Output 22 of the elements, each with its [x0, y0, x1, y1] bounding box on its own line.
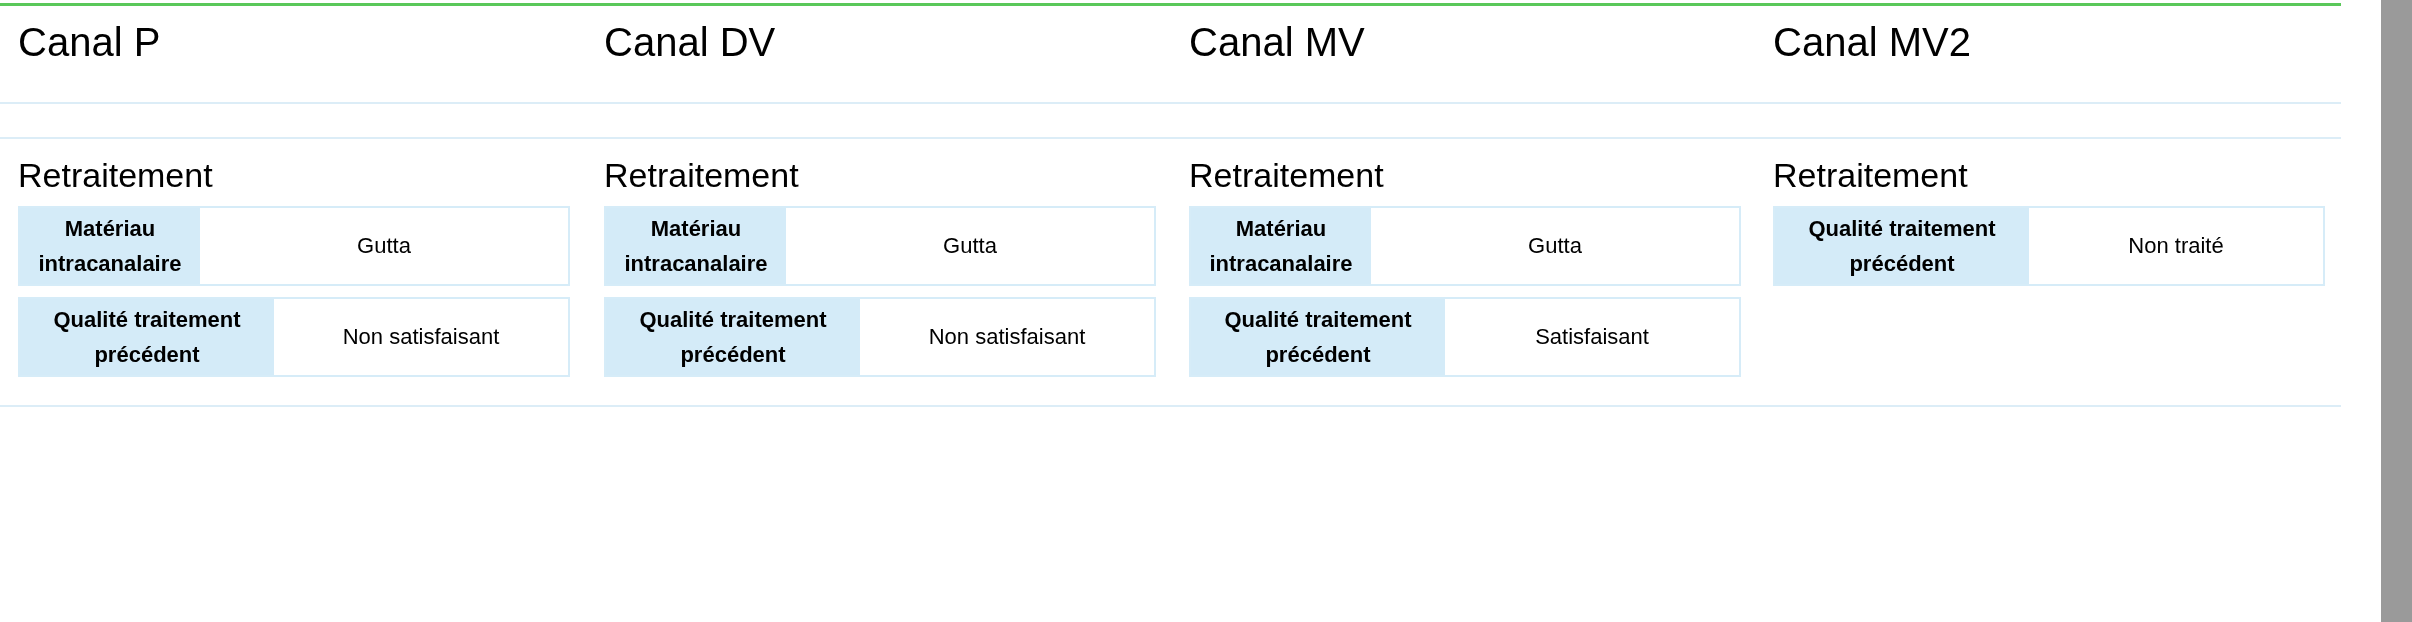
column-heading: Canal P — [18, 20, 161, 65]
value-cell-text: Gutta — [1527, 232, 1583, 260]
value-cell-text: Non satisfaisant — [927, 323, 1087, 351]
header-cell: Qualité traitement précédent — [1191, 299, 1445, 375]
column-heading: Canal MV — [1189, 20, 1365, 65]
value-cell-text: Satisfaisant — [1534, 323, 1650, 351]
section-heading: Retraitement — [604, 156, 799, 195]
column-heading: Canal DV — [604, 20, 776, 65]
value-cell-text: Non satisfaisant — [341, 323, 501, 351]
header-cell: Matériau intracanalaire — [606, 208, 786, 284]
header-cell: Matériau intracanalaire — [1191, 208, 1371, 284]
column-heading: Canal MV2 — [1773, 20, 1971, 65]
section-heading: Retraitement — [1773, 156, 1968, 195]
header-cell: Matériau intracanalaire — [20, 208, 200, 284]
header-cell: Qualité traitement précédent — [606, 299, 860, 375]
value-cell-text: Gutta — [356, 232, 412, 260]
value-cell-text: Gutta — [942, 232, 998, 260]
value-cell-text: Non traité — [2127, 232, 2225, 260]
header-cell: Qualité traitement précédent — [1775, 208, 2029, 284]
section-heading: Retraitement — [1189, 156, 1384, 195]
section-heading: Retraitement — [18, 156, 213, 195]
header-cell: Qualité traitement précédent — [20, 299, 274, 375]
